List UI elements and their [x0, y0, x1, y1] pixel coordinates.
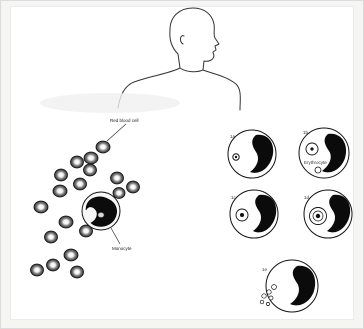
- label-red-blood-cell: Red blood cell: [110, 118, 139, 123]
- ear: [180, 36, 184, 44]
- red-blood-cell: [31, 264, 44, 276]
- red-blood-cell: [113, 188, 125, 199]
- red-blood-cell: [64, 249, 78, 261]
- background-wash: [40, 93, 180, 113]
- monocyte-leader: [111, 228, 120, 244]
- head-outline: [170, 8, 219, 70]
- panel-1a: 1a: [228, 130, 276, 178]
- right-shoulder: [203, 70, 240, 110]
- panel-1e: 1e: [260, 260, 318, 312]
- label-monocyte: Monocyte: [112, 246, 132, 251]
- phagocytosed-rbc-core: [235, 156, 237, 158]
- erythrocyte-remnant: [315, 167, 321, 173]
- panel-label-1d: 1d: [304, 195, 310, 200]
- vacuole-core: [240, 213, 244, 217]
- red-blood-cell: [45, 231, 58, 243]
- rbc-leader: [107, 124, 126, 141]
- red-blood-cell: [96, 141, 110, 153]
- red-blood-cell: [47, 259, 60, 271]
- red-blood-cell: [98, 213, 104, 218]
- red-blood-cell: [55, 169, 68, 181]
- red-blood-cell: [84, 152, 98, 164]
- panel-label-1a: 1a: [230, 134, 236, 139]
- panel-label-1c: 1c: [231, 195, 237, 200]
- label-erythrocyte: Erythrocyte: [304, 160, 327, 165]
- vacuole-core: [310, 147, 313, 150]
- red-blood-cell: [74, 178, 87, 190]
- red-blood-cell: [34, 201, 48, 213]
- panel-label-1b: 1b: [303, 130, 309, 135]
- panel-label-1e: 1e: [262, 267, 268, 272]
- red-blood-cell: [111, 172, 124, 184]
- red-blood-cell: [71, 266, 84, 278]
- red-blood-cell: [53, 185, 67, 197]
- vacuole-core: [316, 214, 320, 218]
- red-blood-cell: [84, 164, 97, 176]
- back-of-head: [170, 30, 180, 68]
- monocyte-cell: [82, 192, 120, 230]
- label-leaders: [107, 124, 328, 244]
- collar: [180, 68, 203, 72]
- red-blood-cell: [71, 156, 84, 168]
- red-blood-cell: [59, 216, 73, 228]
- panel-1c: 1c: [230, 190, 278, 238]
- panel-1b: 1b Erythrocyte: [299, 128, 349, 178]
- panel-1d: 1d: [304, 190, 352, 238]
- red-blood-cell: [127, 181, 140, 193]
